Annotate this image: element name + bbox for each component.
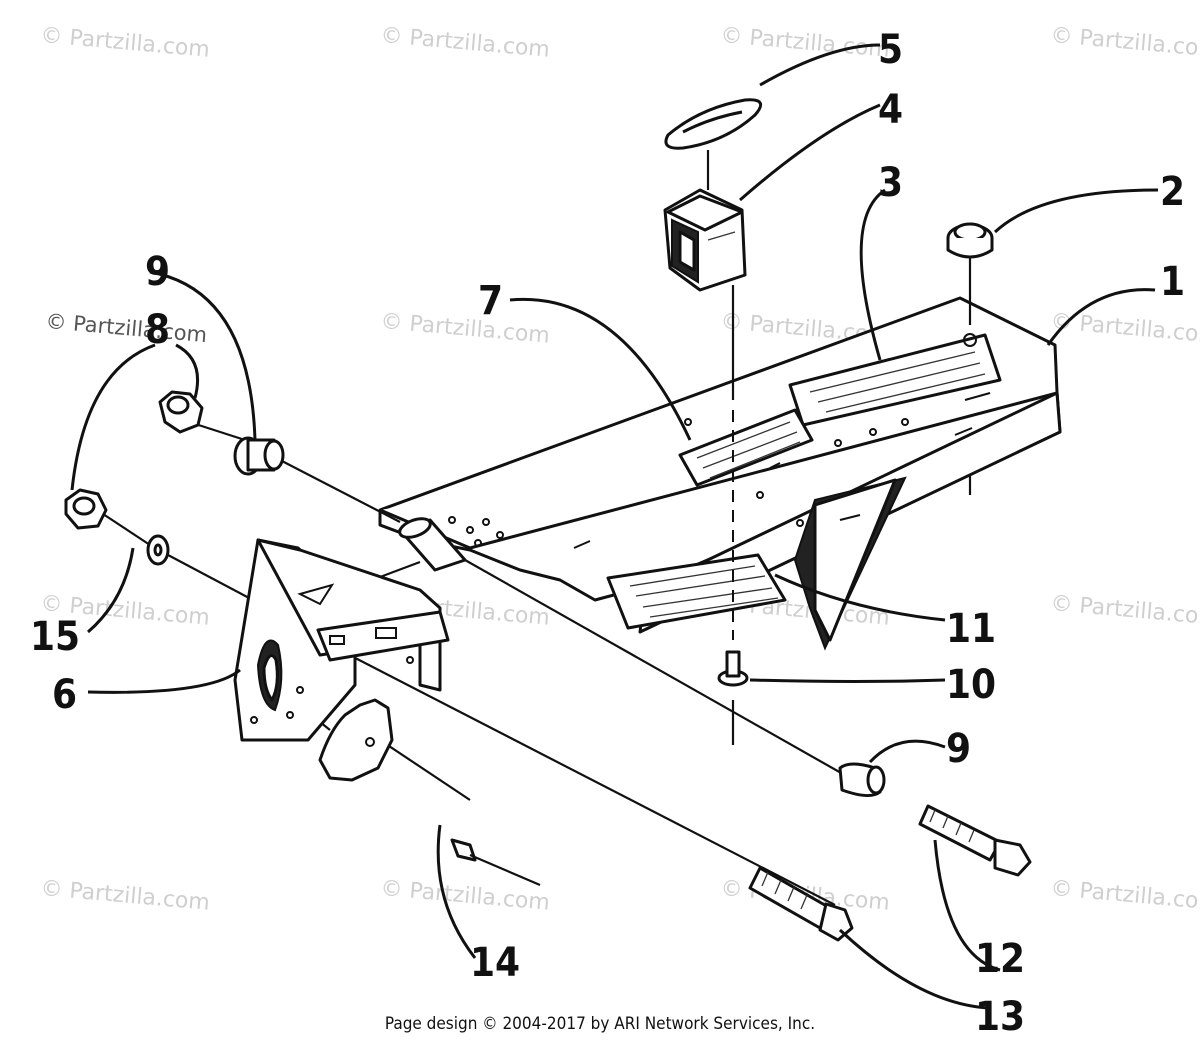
- callout-4: 4: [878, 87, 903, 133]
- callout-12: 12: [975, 936, 1025, 982]
- callout-13: 13: [975, 994, 1025, 1040]
- axis-line: [379, 739, 471, 801]
- grommet: [946, 222, 994, 259]
- axis-line: [99, 511, 151, 546]
- watermark: © Partzilla.com: [39, 23, 210, 63]
- callout-10: 10: [946, 662, 996, 708]
- watermark: © Partzilla.com: [1049, 309, 1200, 349]
- watermark: © Partzilla.com: [1049, 876, 1200, 916]
- callout-2: 2: [1160, 169, 1185, 215]
- latch-clip: [663, 188, 747, 292]
- watermark: © Partzilla.com: [379, 876, 550, 916]
- watermark: © Partzilla.com: [1049, 591, 1200, 631]
- leader-lines: [70, 43, 1159, 1010]
- footer-copyright: Page design © 2004-2017 by ARI Network S…: [384, 1014, 816, 1034]
- callout-7: 7: [478, 278, 503, 324]
- callout-11: 11: [946, 606, 996, 652]
- callout-1: 1: [1160, 259, 1185, 305]
- axis-line: [279, 459, 401, 523]
- bolt: [918, 804, 1032, 877]
- callout-labels: 1 2 3 4 5 6 7 8 9 9 10 11 12 13 14 15: [30, 27, 1185, 1040]
- bracket: [233, 538, 450, 742]
- callout-9: 9: [145, 249, 170, 295]
- watermark: © Partzilla.com: [379, 309, 550, 349]
- axis-line: [329, 644, 836, 906]
- callout-3: 3: [878, 160, 903, 206]
- watermark: © Partzilla.com: [39, 876, 210, 916]
- callout-14: 14: [470, 940, 520, 986]
- nut: [158, 390, 204, 434]
- watermark: © Partzilla.com: [719, 23, 890, 63]
- rivet: [450, 838, 541, 887]
- watermark: © Partzilla.com: [1049, 23, 1200, 63]
- callout-15: 15: [30, 614, 80, 660]
- bushing: [838, 762, 886, 797]
- callout-6: 6: [52, 672, 77, 718]
- axis-line: [464, 559, 851, 779]
- backing-plate: [318, 698, 394, 782]
- callout-5: 5: [878, 27, 903, 73]
- axis-line: [379, 560, 421, 579]
- bolt: [748, 866, 854, 942]
- frame-plate: [378, 296, 1062, 651]
- callout-8: 8: [145, 307, 170, 353]
- watermark: © Partzilla.com: [45, 309, 209, 347]
- bushing: [233, 436, 285, 476]
- callout-9b: 9: [946, 726, 971, 772]
- nut: [64, 488, 108, 530]
- washer: [146, 534, 170, 566]
- retainer-ring: [664, 98, 763, 150]
- spacer-tube: [398, 517, 467, 572]
- rivet: [717, 650, 749, 687]
- watermark: © Partzilla.com: [379, 23, 550, 63]
